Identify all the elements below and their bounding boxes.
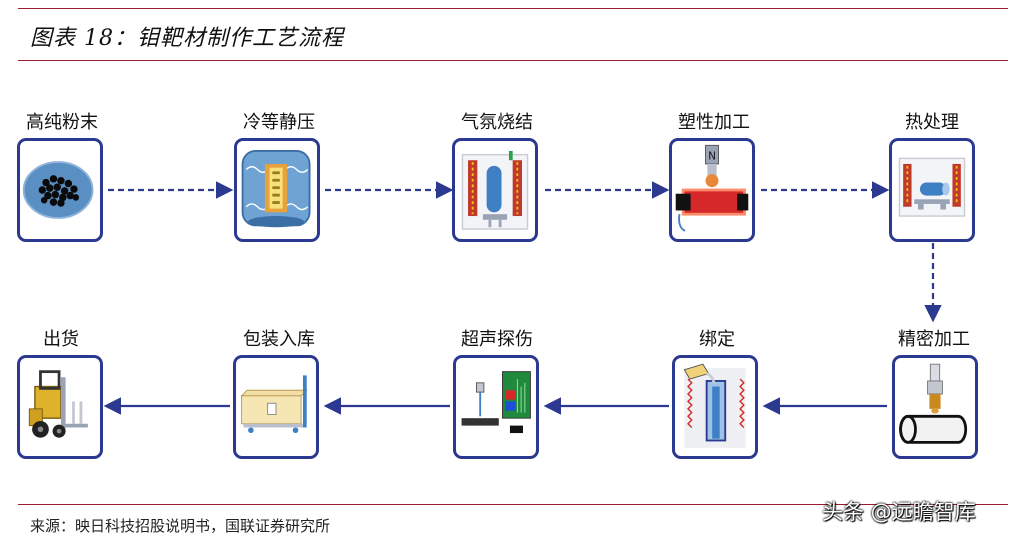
step-label-packaging: 包装入库 xyxy=(243,329,315,350)
packaging-icon xyxy=(233,355,319,459)
title-rule xyxy=(18,60,1008,61)
heat-treatment-icon xyxy=(889,138,975,242)
bottom-rule xyxy=(18,504,1008,505)
step-label-heat-treatment: 热处理 xyxy=(905,112,959,133)
step-label-forging: 塑性加工 xyxy=(678,112,750,133)
ultrasonic-test-icon xyxy=(453,355,539,459)
top-rule xyxy=(18,8,1008,9)
source-note: 来源：映日科技招股说明书，国联证券研究所 xyxy=(30,517,331,535)
step-label-isostatic-press: 冷等静压 xyxy=(243,112,315,133)
step-label-sintering: 气氛烧结 xyxy=(461,112,533,133)
machining-icon xyxy=(892,355,978,459)
sintering-furnace-icon xyxy=(452,138,538,242)
bonding-icon xyxy=(672,355,758,459)
watermark: 头条 @远瞻智库 xyxy=(822,500,976,524)
step-label-powder: 高纯粉末 xyxy=(26,112,98,133)
isostatic-press-icon xyxy=(234,138,320,242)
powder-icon xyxy=(17,138,103,242)
step-label-shipment: 出货 xyxy=(43,329,79,350)
forging-icon: N xyxy=(669,138,755,242)
step-label-ultrasonic: 超声探伤 xyxy=(461,329,533,350)
step-label-bonding: 绑定 xyxy=(699,329,735,350)
svg-text:N: N xyxy=(708,151,716,162)
forklift-icon xyxy=(17,355,103,459)
step-label-machining: 精密加工 xyxy=(898,329,970,350)
figure-title: 图表 18：钼靶材制作工艺流程 xyxy=(30,26,344,51)
